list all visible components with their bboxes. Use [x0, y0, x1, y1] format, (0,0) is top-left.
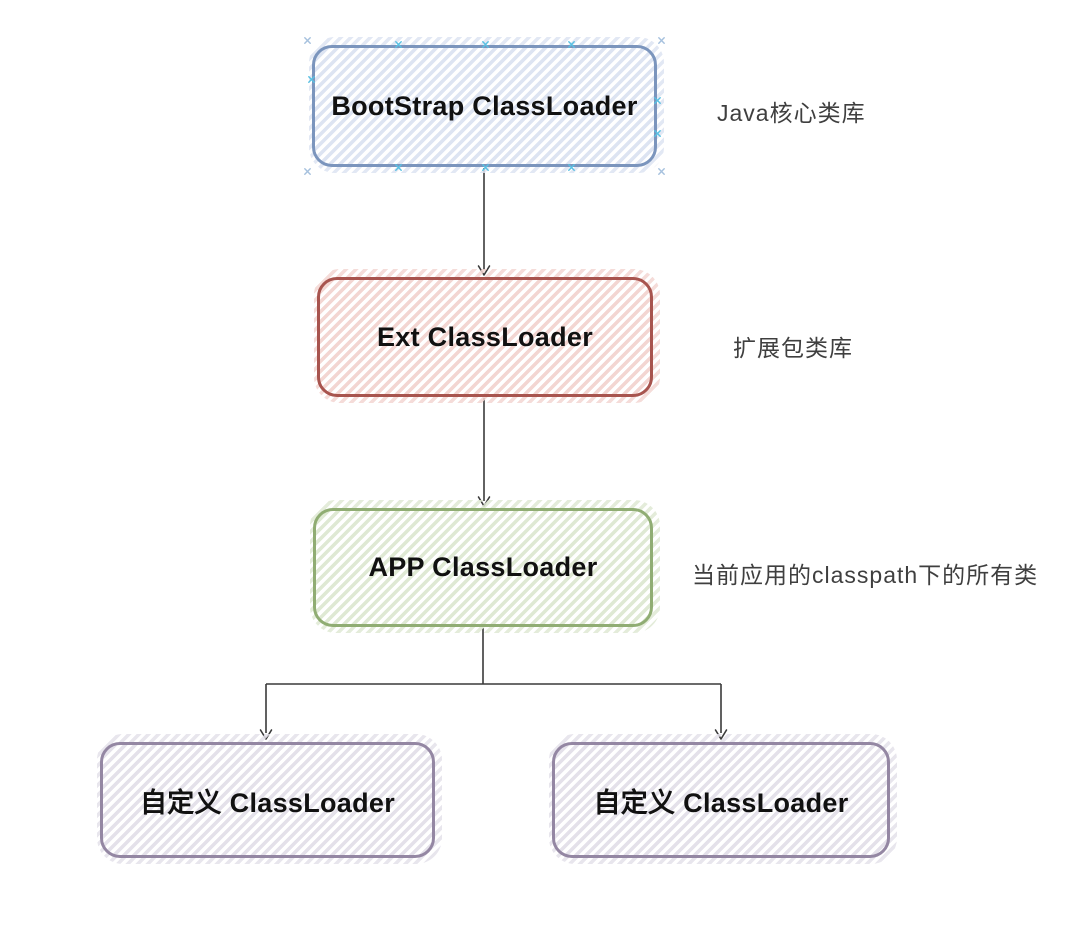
node-box: APP ClassLoader — [313, 508, 653, 627]
node-box: 自定义 ClassLoader — [100, 742, 435, 858]
anchor-x-icon — [481, 164, 489, 171]
annotation-classpath-classes: 当前应用的classpath下的所有类 — [692, 562, 1039, 588]
node-label: Ext ClassLoader — [376, 321, 594, 352]
node-label: APP ClassLoader — [368, 552, 598, 582]
anchor-x-icon — [304, 168, 311, 175]
anchor-x-icon — [395, 164, 403, 171]
anchor-x-icon — [481, 41, 489, 48]
anchor-x-icon — [308, 76, 315, 84]
node-bootstrap-classloader: BootStrap ClassLoader — [304, 37, 665, 175]
anchor-x-icon — [654, 129, 661, 137]
arrow-app-to-custom-branch — [265, 628, 722, 733]
node-label: BootStrap ClassLoader — [331, 90, 638, 121]
node-ext-classloader: Ext ClassLoader — [314, 269, 660, 403]
anchor-x-icon — [654, 96, 661, 104]
anchor-x-icon — [658, 168, 665, 175]
node-box: Ext ClassLoader — [317, 277, 653, 397]
node-app-classloader: APP ClassLoader — [310, 500, 660, 633]
node-label: 自定义 ClassLoader — [593, 787, 849, 818]
node-custom-classloader-left: 自定义 ClassLoader — [97, 734, 442, 864]
annotation-java-core-libs: Java核心类库 — [717, 100, 866, 126]
node-label: 自定义 ClassLoader — [139, 787, 396, 818]
node-box: BootStrap ClassLoader — [312, 45, 657, 167]
annotation-extension-libs: 扩展包类库 — [733, 335, 853, 361]
node-box: 自定义 ClassLoader — [552, 742, 890, 858]
anchor-x-icon — [567, 164, 575, 171]
anchor-x-icon — [567, 41, 575, 48]
anchor-x-icon — [395, 41, 403, 48]
node-custom-classloader-right: 自定义 ClassLoader — [549, 734, 897, 864]
anchor-x-icon — [304, 37, 311, 44]
anchor-x-icon — [658, 37, 665, 44]
